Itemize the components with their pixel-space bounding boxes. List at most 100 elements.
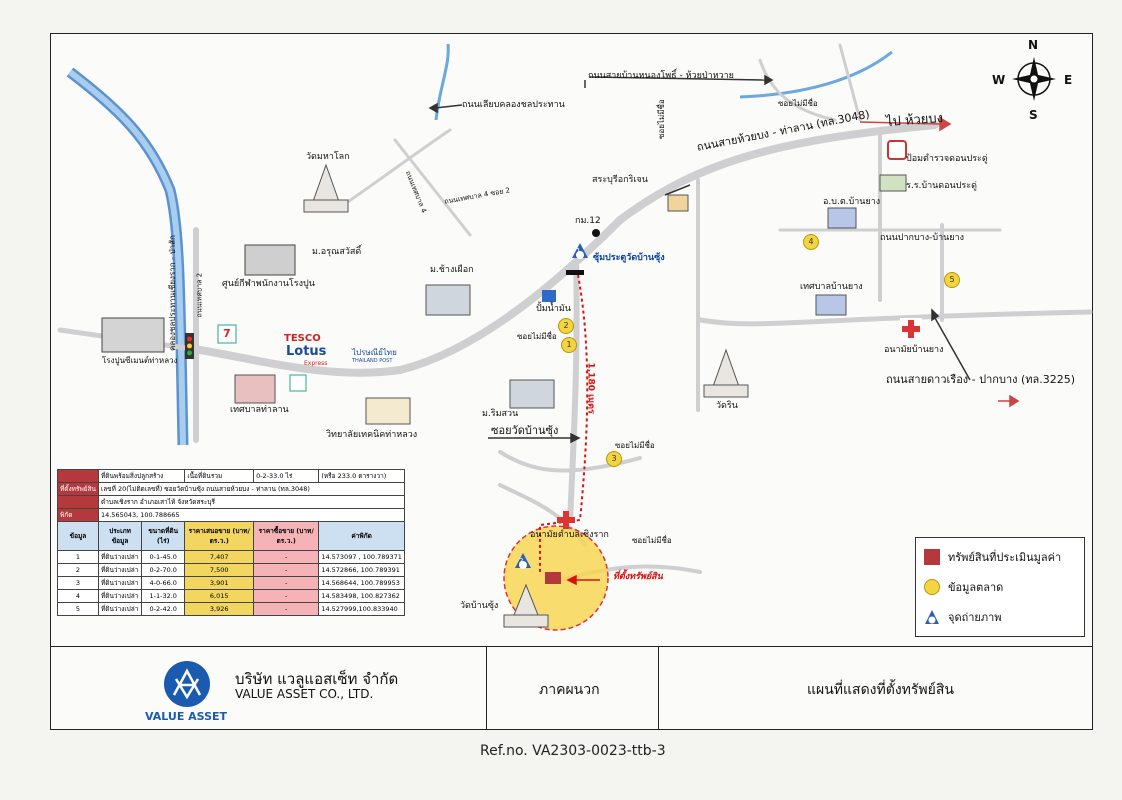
cell-offer: 7,407 bbox=[184, 550, 255, 564]
photo-point-label-1: 1 bbox=[576, 247, 581, 255]
label-rimsuan: ม.ริมสวน bbox=[482, 409, 519, 419]
road-ne bbox=[758, 58, 837, 122]
cell-coord: 14.583498, 100.827362 bbox=[318, 589, 405, 603]
compass-n: N bbox=[1028, 38, 1039, 52]
photo-point-icon bbox=[925, 610, 939, 624]
header-sale: ราคาซื้อขาย (บาท/ตร.ว.) bbox=[253, 521, 320, 551]
cell-offer: 3,926 bbox=[184, 602, 255, 616]
cell-sale: - bbox=[253, 563, 320, 577]
thesaban-thalan-icon bbox=[234, 374, 276, 404]
label-thai-post-en: THAILAND POST bbox=[352, 358, 393, 364]
road-label-huaibong: ไป ห้วยบง bbox=[885, 111, 944, 130]
road-soi-wat bbox=[567, 259, 580, 523]
cell-coord: 14.568644, 100.789953 bbox=[318, 576, 405, 590]
legend-item-photo: จุดถ่ายภาพ bbox=[924, 608, 1002, 626]
compass-w: W bbox=[992, 73, 1006, 87]
wat-rin-icon bbox=[703, 348, 749, 398]
cell-sale: - bbox=[253, 602, 320, 616]
school-icon bbox=[879, 174, 907, 192]
table-row: 3 ที่ดินว่างเปล่า 4-0-66.0 3,901 - 14.56… bbox=[57, 576, 405, 590]
road-label-soi-1: ซอยไม่มีชื่อ bbox=[778, 99, 818, 108]
sports-building-icon bbox=[244, 244, 296, 276]
label-health-banyang: อนามัยบ้านยาง bbox=[884, 345, 944, 355]
company-name-th: บริษัท แวลูแอสเซ็ท จำกัด bbox=[235, 670, 399, 688]
label-seven: 7 bbox=[223, 327, 231, 340]
title-block-appendix: ภาคผนวก bbox=[486, 646, 659, 729]
label-cement-factory: โรงปูนซีเมนต์ท่าหลวง bbox=[102, 356, 178, 365]
label-school: ร.ร.บ้านดอนประดู่ bbox=[906, 181, 977, 191]
cell-offer: 3,901 bbox=[184, 576, 255, 590]
cell-type: ที่ดินว่างเปล่า bbox=[97, 550, 143, 564]
compass-s: S bbox=[1029, 108, 1038, 122]
wat-bansung-icon bbox=[503, 583, 549, 628]
market-badge-3: 3 bbox=[606, 451, 622, 467]
label-property: ที่ตั้งทรัพย์สิน bbox=[613, 572, 663, 582]
cell-size: 1-1-32.0 bbox=[141, 589, 186, 603]
market-badge-5: 5 bbox=[944, 272, 960, 288]
label-distance: 1,180 เมตร bbox=[585, 362, 596, 414]
compass-rose bbox=[1012, 57, 1056, 101]
label-college: วิทยาลัยเทคนิคท่าหลวง bbox=[326, 430, 418, 440]
label-sports-center: ศูนย์กีฬาพนักงานโรงปูน bbox=[222, 279, 315, 289]
cell-sale: - bbox=[253, 576, 320, 590]
road-label-irrigation: คลองชลประทานเชียงราก - ป่าสัก bbox=[168, 235, 177, 351]
road-ne2 bbox=[838, 43, 862, 122]
road-nw bbox=[334, 128, 452, 212]
header-offer: ราคาเสนอขาย (บาท/ตร.ว.) bbox=[184, 521, 255, 551]
cell-coord: 14.527999,100.833940 bbox=[318, 602, 405, 616]
road-nw2 bbox=[393, 138, 472, 237]
label-mor-arun: ม.อรุณสวัสดิ์ bbox=[312, 247, 362, 257]
compass-e: E bbox=[1064, 73, 1073, 87]
stream-east bbox=[739, 50, 893, 99]
cell-type: ที่ดินว่างเปล่า bbox=[97, 576, 143, 590]
property-square-icon bbox=[924, 549, 940, 565]
label-lotus: Lotus bbox=[286, 344, 327, 359]
road-label-canal: ถนนเลียบคลองชลประทาน bbox=[462, 100, 565, 110]
label-wat-mahalok: วัดมหาโลก bbox=[306, 152, 350, 162]
obt-icon bbox=[827, 207, 857, 229]
gas-station-icon bbox=[542, 290, 556, 302]
road-label-soi-2: ซอยไม่มีชื่อ bbox=[657, 99, 666, 139]
info-area2: (หรือ 233.0 ตารางวา) bbox=[318, 469, 405, 483]
cell-sale: - bbox=[253, 589, 320, 603]
road-label-thesaban2: ถนนเทศบาล 2 bbox=[195, 272, 204, 318]
photo-point-label-2: 2 bbox=[519, 557, 524, 565]
health-cherngrak-icon bbox=[557, 511, 575, 529]
label-km12: กม.12 bbox=[575, 216, 601, 226]
cement-factory-icon bbox=[101, 317, 165, 353]
cell-no: 3 bbox=[57, 576, 99, 590]
logo-text: VALUE ASSET bbox=[145, 710, 228, 723]
road-label-soi-wat: ซอยวัดบ้านซุ้ง bbox=[491, 424, 559, 437]
cell-coord: 14.573097 , 100.789371 bbox=[318, 550, 405, 564]
road-label-huai-yai: ถนนสายบ้านหนองโพธิ์ - ห้วยป่าหวาย bbox=[588, 71, 734, 81]
label-obt: อ.บ.ต.บ้านยาง bbox=[823, 197, 881, 207]
cell-no: 2 bbox=[57, 563, 99, 577]
legend-item-property: ทรัพย์สินที่ประเมินมูลค่า bbox=[924, 548, 1061, 566]
label-tesco: TESCO bbox=[284, 333, 321, 344]
info-area-label: เนื้อที่ดินรวม bbox=[184, 469, 255, 483]
seven-eleven-icon-2 bbox=[289, 374, 307, 392]
photo-point-2 bbox=[515, 553, 531, 569]
road-label-soi-3: ซอยไม่มีชื่อ bbox=[517, 332, 557, 341]
legend-label-market: ข้อมูลตลาด bbox=[948, 581, 1004, 594]
property-marker bbox=[545, 572, 561, 584]
cell-no: 4 bbox=[57, 589, 99, 603]
cell-size: 0-2-42.0 bbox=[141, 602, 186, 616]
legend-label-property: ทรัพย์สินที่ประเมินมูลค่า bbox=[948, 551, 1062, 564]
legend-item-market: ข้อมูลตลาด bbox=[924, 578, 1003, 596]
label-express: Express bbox=[304, 360, 328, 367]
header-type: ประเภทข้อมูล bbox=[97, 521, 143, 551]
stream-north bbox=[434, 43, 450, 121]
label-police: ป้อมตำรวจดอนประดู่ bbox=[906, 154, 988, 164]
info-coord: 14.565043, 100.788665 bbox=[97, 508, 406, 522]
gate-icon bbox=[566, 270, 584, 275]
info-address-2: ตำบลเชิงราก อำเภอเสาไห้ จังหวัดสระบุรี bbox=[97, 495, 406, 509]
irrigation-canal bbox=[66, 67, 189, 446]
police-icon bbox=[887, 140, 907, 160]
table-row: 4 ที่ดินว่างเปล่า 1-1-32.0 6,015 - 14.58… bbox=[57, 589, 405, 603]
property-info-table: ที่ดินพร้อมสิ่งปลูกสร้าง เนื้อที่ดินรวม … bbox=[57, 469, 406, 616]
cell-type: ที่ดินว่างเปล่า bbox=[97, 589, 143, 603]
cell-size: 4-0-66.0 bbox=[141, 576, 186, 590]
wat-mahalok-icon bbox=[303, 163, 349, 213]
